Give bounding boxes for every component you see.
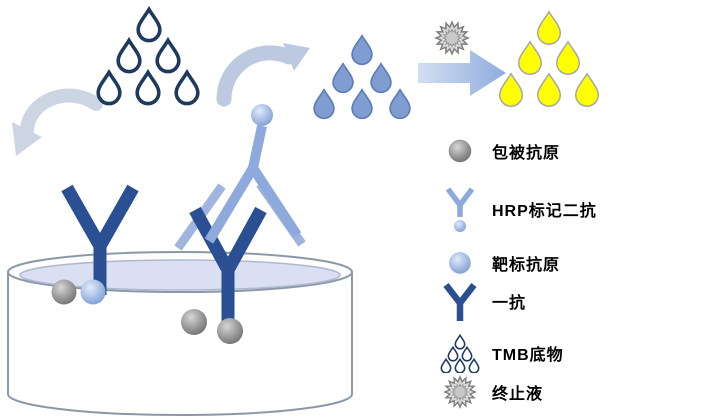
hrp-ball (251, 104, 273, 126)
antibody-arm-left (204, 165, 258, 244)
legend-label: TMB底物 (492, 347, 564, 364)
swoosh-arrowhead-icon (283, 43, 310, 71)
hrp-secondary-antibody-icon (436, 183, 484, 235)
wash-arrowhead-icon (12, 122, 42, 156)
add-substrate-arrow (216, 43, 310, 107)
legend-label: 一抗 (492, 295, 527, 312)
primary-antibody-left (51, 184, 139, 305)
legend-label: 靶标抗原 (492, 257, 561, 274)
antibody-stem (248, 124, 267, 170)
swoosh-arc (216, 45, 297, 107)
wash-arrow-arc (20, 88, 103, 137)
antibody-arm-left (61, 184, 106, 250)
coating-antigen-ball (181, 309, 207, 335)
target-antigen-ball (80, 279, 106, 305)
antibody-arm-right (222, 206, 267, 274)
legend-label: 包被抗原 (492, 145, 561, 162)
well-outline (7, 272, 353, 416)
coating-antigen-ball (51, 279, 77, 305)
hrp-secondary-antibody-shape (204, 124, 302, 244)
coating-antigen-ball (217, 318, 243, 344)
legend-label: HRP标记二抗 (492, 203, 597, 220)
tmb-substrate-icon (436, 333, 484, 373)
wash-arrow (12, 88, 103, 156)
legend-item-coating-antigen: 包被抗原 (436, 138, 560, 164)
legend-item-hrp-secondary-antibody: HRP标记二抗 (436, 183, 597, 235)
antibody-arm-right (248, 165, 302, 238)
stop-reaction-arrow (418, 50, 506, 96)
stop-solution-icon (436, 375, 484, 409)
coating-antigen-icon (436, 138, 484, 164)
legend-item-stop-solution: 终止液 (436, 375, 543, 409)
antibody-arm-right (94, 184, 139, 250)
legend-item-tmb-substrate: TMB底物 (436, 333, 564, 373)
primary-antibody-icon (436, 279, 484, 323)
legend-item-target-antigen: 靶标抗原 (436, 251, 560, 275)
legend-item-primary-antibody: 一抗 (436, 279, 526, 323)
well-body (8, 272, 352, 415)
target-antigen-icon (436, 251, 484, 275)
legend-label: 终止液 (492, 386, 544, 403)
detection-complex (174, 104, 306, 344)
